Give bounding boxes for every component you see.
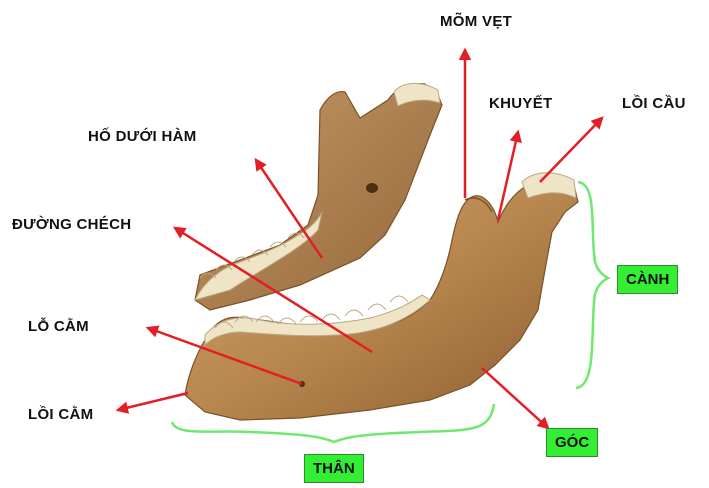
- label-mom-vet: MÕM VẸT: [440, 13, 512, 30]
- label-loi-cam: LỒI CẰM: [28, 406, 93, 423]
- tag-goc: GÓC: [546, 428, 598, 457]
- label-duong-chech: ĐƯỜNG CHÉCH: [12, 216, 131, 233]
- bracket-canh: [576, 182, 608, 388]
- tag-than: THÂN: [304, 454, 364, 483]
- arrow-goc: [482, 368, 548, 428]
- label-khuyet: KHUYẾT: [489, 95, 552, 112]
- tag-canh: CÀNH: [617, 265, 678, 294]
- arrow-loi-cau: [540, 118, 602, 182]
- label-ho-duoi-ham: HỐ DƯỚI HÀM: [88, 128, 197, 145]
- label-loi-cau: LỒI CẦU: [622, 95, 686, 112]
- arrow-loi-cam: [118, 393, 188, 410]
- label-lo-cam: LỖ CẰM: [28, 318, 89, 335]
